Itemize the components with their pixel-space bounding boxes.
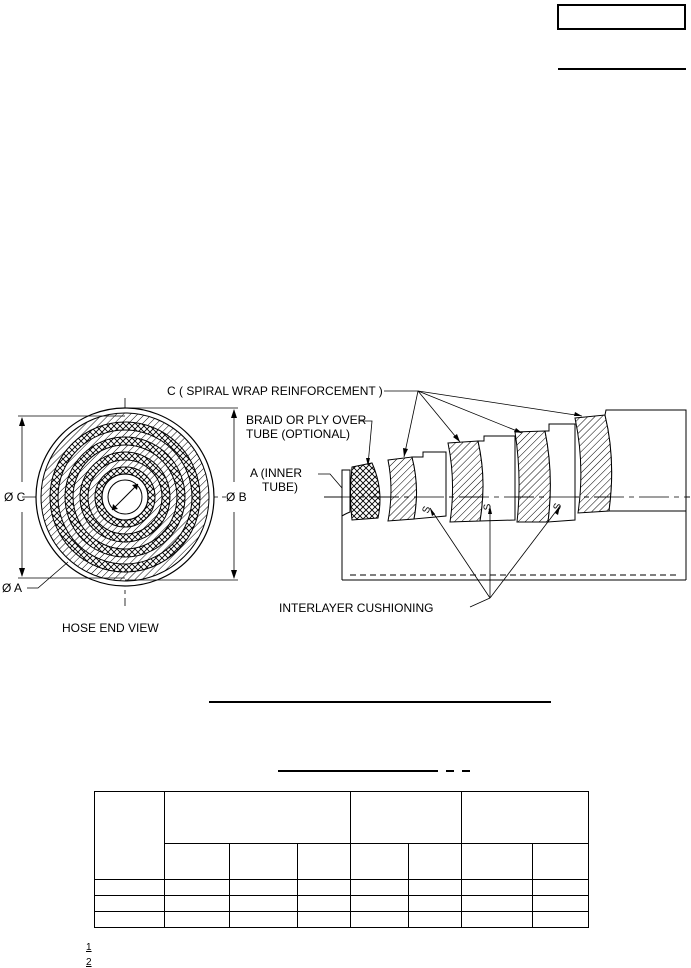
footnote-mark-1: 1 [86,942,92,953]
table-row [94,911,590,928]
table-cell [532,879,590,896]
table-row [94,879,590,896]
table-cell [229,895,298,912]
table-group-header-row [94,791,590,880]
specification-table [94,791,590,928]
table-sub-header [164,843,230,880]
table-cell [296,895,352,912]
table-cell [461,895,534,912]
table-sub-header [350,843,410,880]
header-underline [558,68,686,70]
table-cell [164,911,230,928]
table-cell [94,879,165,896]
table-cell [408,895,463,912]
table-cell [296,911,352,928]
table-group-header [350,791,463,844]
table-row [94,895,590,912]
interlayer-cushioning-label: INTERLAYER CUSHIONING [279,601,434,615]
spiral-wrap-label: C ( SPIRAL WRAP REINFORCEMENT ) [167,384,383,398]
table-cell [350,911,410,928]
table-title-mark-1 [446,770,454,772]
table-cell [350,895,410,912]
table-cell [532,911,590,928]
braid-label-line1: BRAID OR PLY OVER [246,413,367,427]
diameter-c-label: Ø C [4,490,26,504]
table-cell [461,911,534,928]
table-cell [164,879,230,896]
table-sub-header [229,843,298,880]
diameter-b-label: Ø B [226,490,247,504]
table-cell [229,911,298,928]
table-cell [408,911,463,928]
inner-tube-label-line2: TUBE) [262,480,298,494]
table-group-header [163,791,352,844]
footnote-mark-2: 2 [86,957,92,968]
table-cell [94,895,165,912]
table-sub-header [296,843,352,880]
table-sub-header [408,843,463,880]
table-sub-header [532,843,590,880]
figure-caption-rule [209,701,551,703]
table-header-corner [94,791,165,880]
s-mark-2: S [482,503,494,511]
table-title-rule [278,770,438,772]
hose-side-view [318,390,690,608]
table-cell [350,879,410,896]
hose-end-view [18,398,238,606]
braid-label-line2: TUBE (OPTIONAL) [246,427,351,441]
table-group-header [461,791,590,844]
header-box [557,4,686,30]
end-view-caption: HOSE END VIEW [62,621,159,635]
table-cell [461,879,534,896]
table-cell [164,895,230,912]
table-sub-header [461,843,534,880]
table-sub-header-row [95,843,590,880]
inner-tube-label-line1: A (INNER [250,466,303,480]
hose-construction-figure [18,390,690,608]
table-cell [94,911,165,928]
diameter-a-label: Ø A [2,581,23,595]
table-cell [408,879,463,896]
table-cell [229,879,298,896]
table-cell [296,879,352,896]
table-title-mark-2 [462,770,470,772]
table-cell [532,895,590,912]
